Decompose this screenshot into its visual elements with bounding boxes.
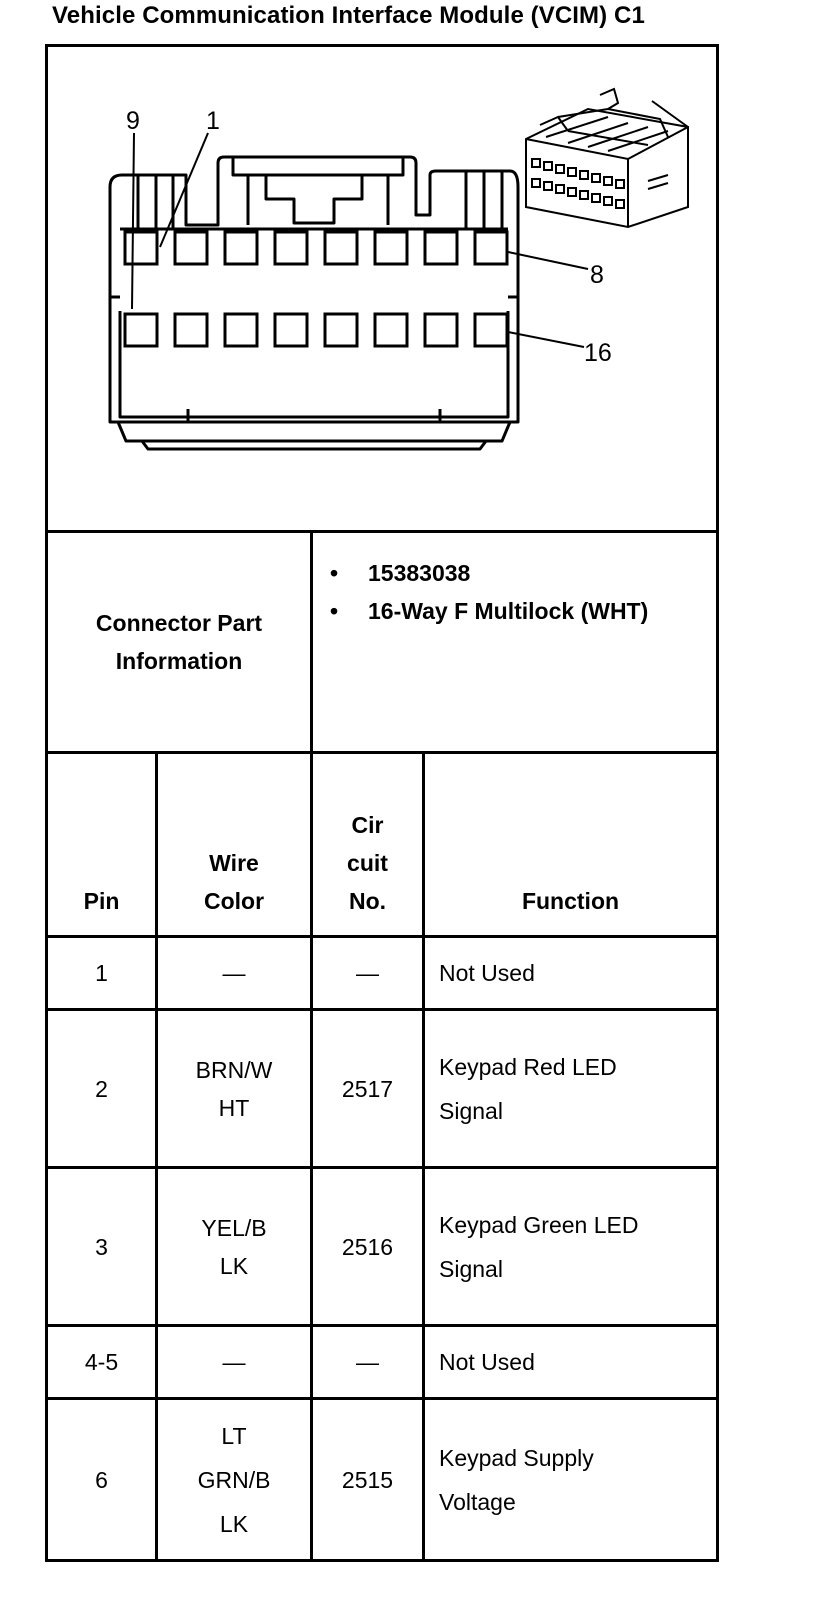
connector-body	[108, 155, 520, 424]
table-row-1-wire-color: —	[222, 960, 246, 986]
column-divider-1	[155, 751, 158, 1559]
divider-diagram	[48, 530, 716, 533]
connector-3d-illustration	[525, 87, 689, 229]
pin-label-1: 1	[206, 107, 220, 135]
header-function: Function	[521, 888, 620, 914]
divider-info	[48, 751, 716, 754]
page-title: Vehicle Communication Interface Module (…	[52, 2, 645, 29]
connector-info-item: •15383038	[330, 560, 471, 586]
column-divider-3	[422, 751, 425, 1559]
table-row-4-pin: 4-5	[84, 1349, 119, 1375]
table-row-3-wire-color: YEL/B LK	[201, 1214, 267, 1279]
table-row-2-function: Keypad Red LED Signal	[439, 1053, 617, 1124]
divider-row-1	[48, 1008, 716, 1011]
pin-label-9: 9	[126, 107, 140, 135]
table-row-2-circuit: 2517	[341, 1075, 394, 1102]
table-row-1-pin: 1	[95, 960, 108, 986]
connector-info-list: •15383038 •16-Way F Multilock (WHT)	[330, 554, 690, 630]
table-row-5-pin: 6	[95, 1466, 108, 1493]
divider-row-3	[48, 1324, 716, 1327]
divider-row-4	[48, 1397, 716, 1400]
header-circuit-no: Cir cuit No.	[347, 812, 388, 914]
cavities-row-2	[123, 312, 509, 348]
table-row-3-circuit: 2516	[341, 1233, 394, 1260]
header-pin: Pin	[83, 888, 120, 914]
connector-diagram: 9 1 8 16	[108, 87, 689, 451]
table-row-5-function: Keypad Supply Voltage	[439, 1444, 594, 1515]
connector-3d-cavities	[531, 158, 625, 209]
divider-header	[48, 935, 716, 938]
cavities-row-1	[123, 230, 509, 266]
pin-label-8: 8	[590, 261, 604, 289]
connector-info-item: •16-Way F Multilock (WHT)	[330, 598, 649, 624]
connector-table: 9 1 8 16	[45, 44, 719, 1562]
table-row-2-pin: 2	[95, 1075, 108, 1102]
table-row-4-circuit: —	[356, 1349, 379, 1375]
table-row-4-wire-color: —	[222, 1349, 246, 1375]
table-row-4-function: Not Used	[439, 1349, 535, 1375]
table-row-2-wire-color: BRN/W HT	[195, 1056, 273, 1121]
pin-label-16: 16	[584, 339, 612, 367]
divider-row-2	[48, 1166, 716, 1169]
column-divider-2	[310, 530, 313, 1559]
connector-info-label: Connector Part Information	[95, 610, 263, 674]
table-row-5-circuit: 2515	[341, 1466, 394, 1493]
table-row-3-pin: 3	[95, 1233, 108, 1260]
table-row-5-wire-color: LT GRN/B LK	[197, 1422, 271, 1537]
table-row-3-function: Keypad Green LED Signal	[439, 1211, 639, 1282]
table-row-1-function: Not Used	[439, 960, 535, 986]
table-row-1-circuit: —	[356, 960, 379, 986]
header-wire-color: Wire Color	[203, 850, 265, 914]
